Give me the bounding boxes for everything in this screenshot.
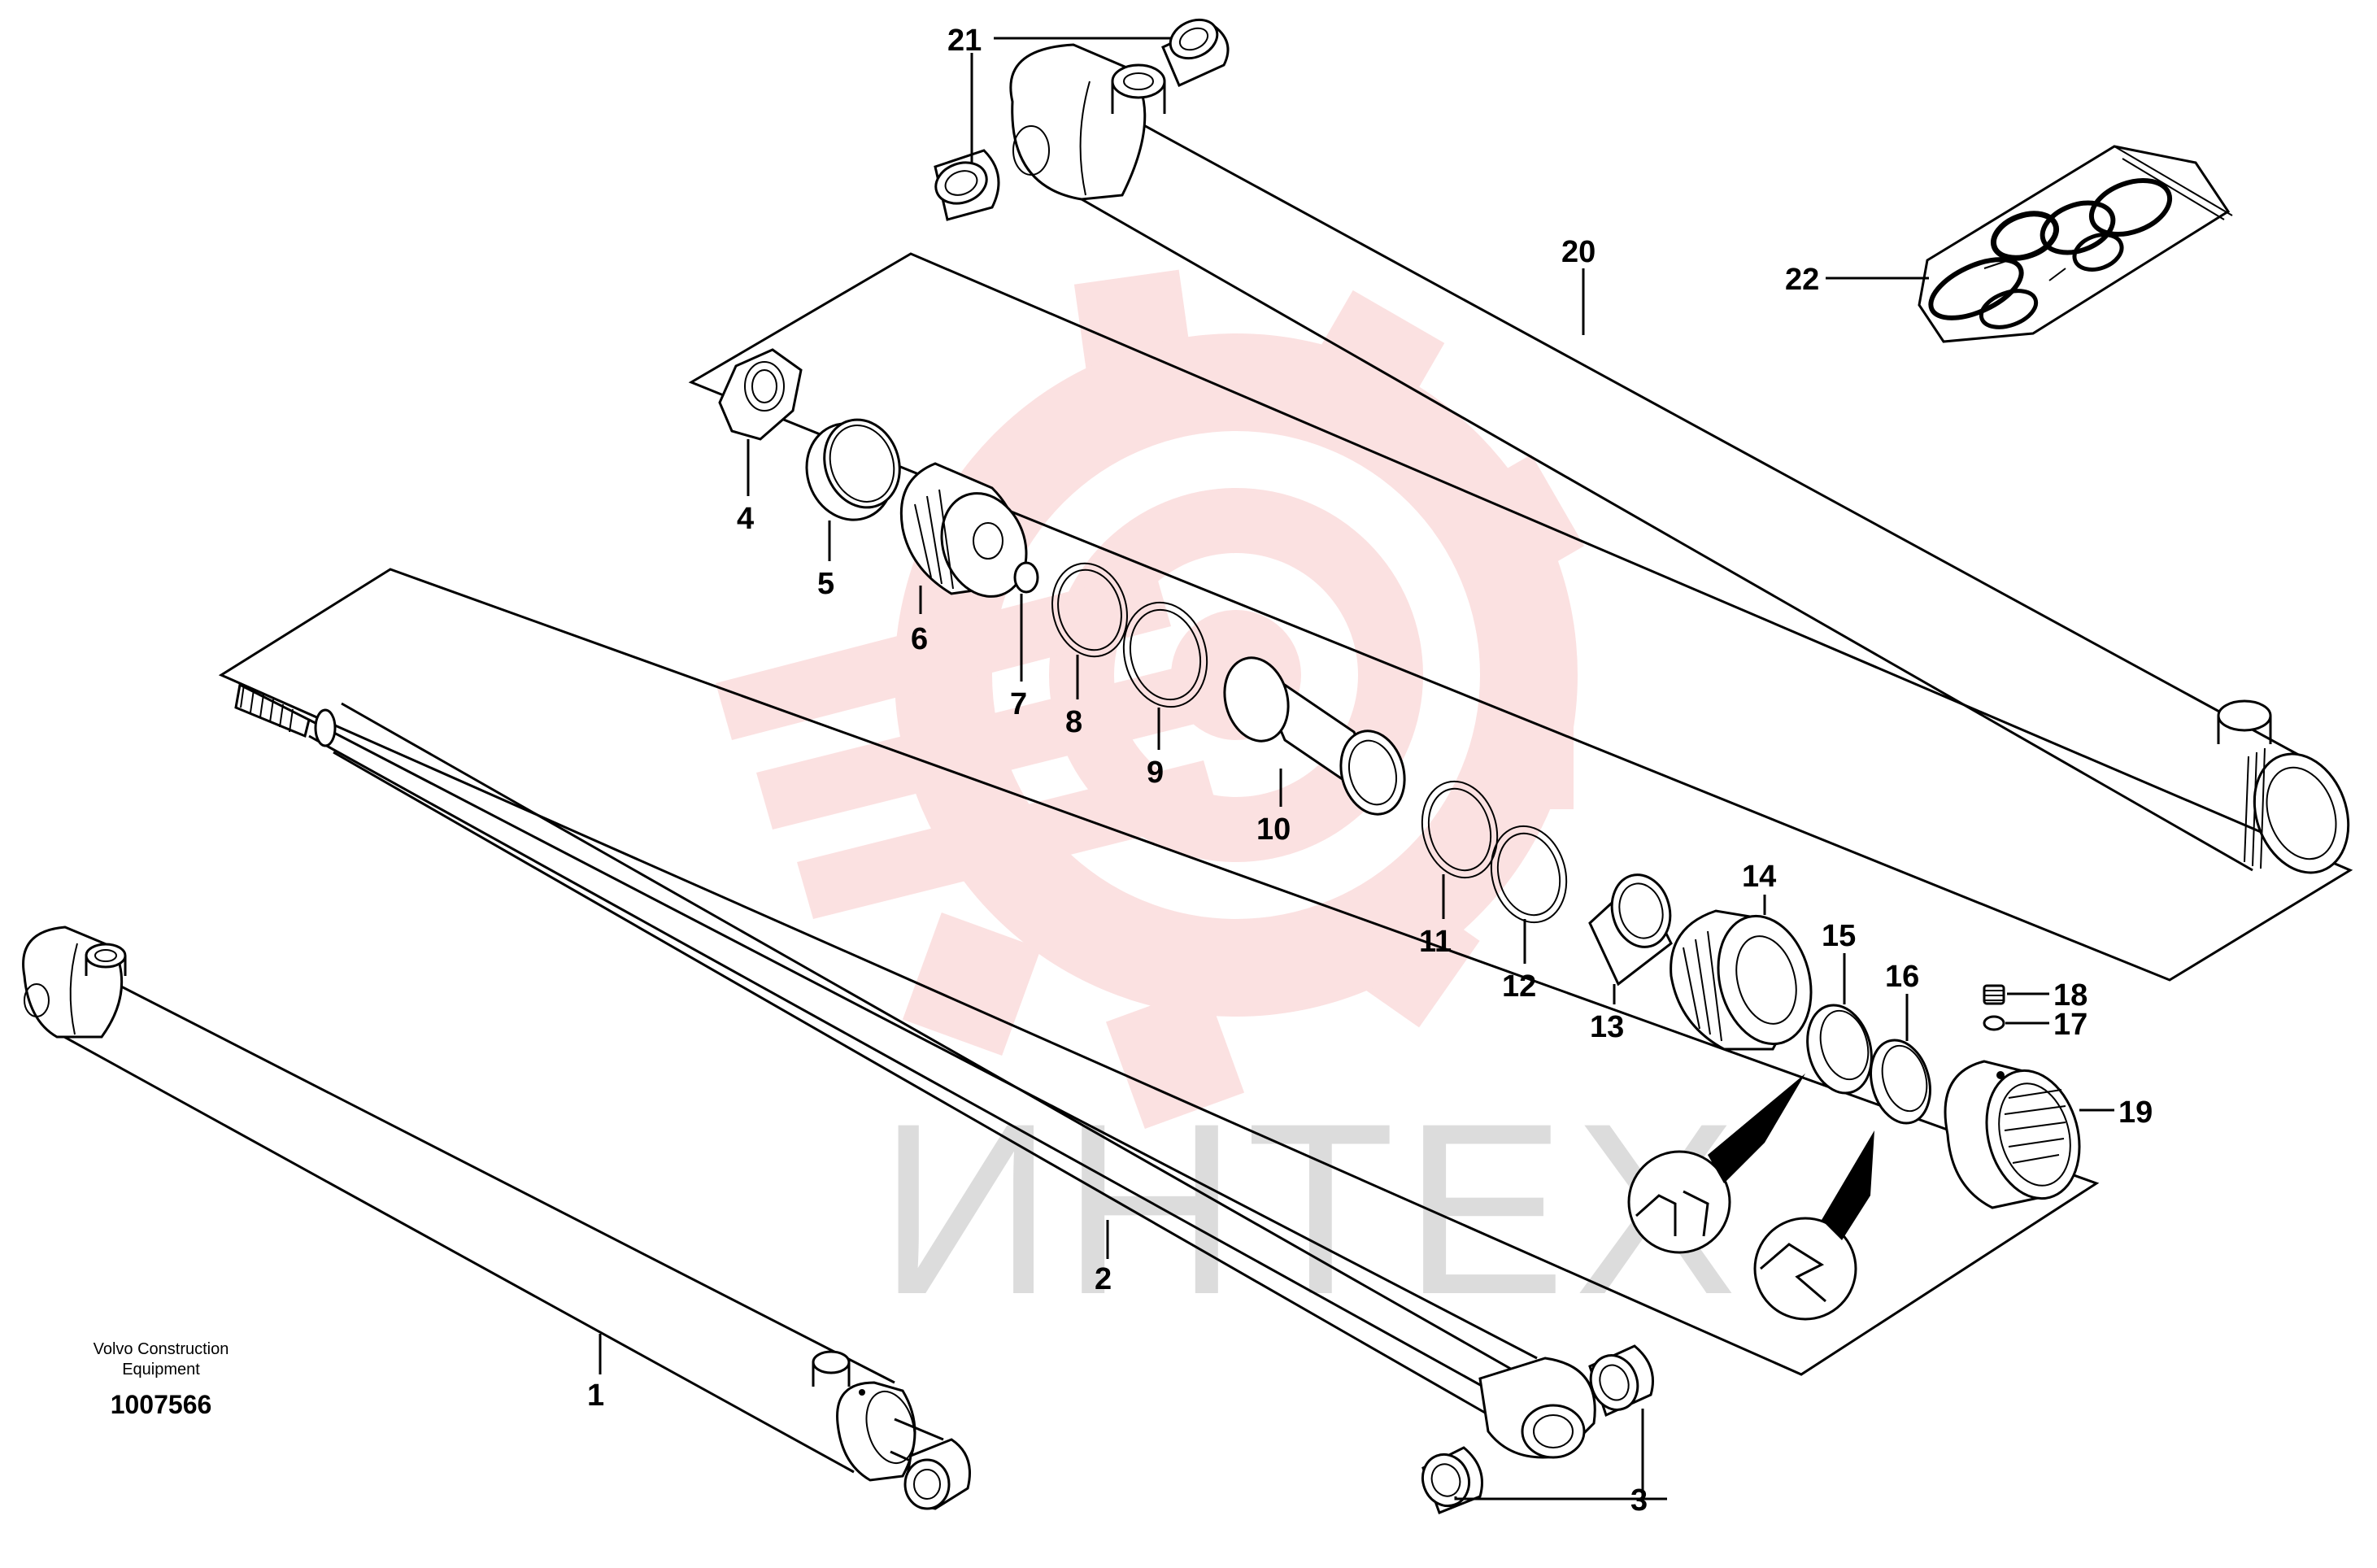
wiper-ring: [1806, 1004, 1873, 1095]
guide-ring: [805, 418, 901, 521]
callout-8: 8: [1065, 705, 1082, 739]
guide-bushing: [1588, 873, 1673, 987]
bushing-bottom-left: [1421, 1446, 1483, 1514]
watermark-text: ИНТЕХ: [878, 1072, 1745, 1345]
o-ring-small: [1013, 561, 1039, 594]
buffer-seal: [1421, 780, 1499, 879]
callout-19: 19: [2118, 1095, 2153, 1130]
callout-1: 1: [587, 1379, 604, 1413]
callout-20: 20: [1561, 235, 1596, 269]
bushing-top-right: [1161, 18, 1230, 88]
piston-ring: [1122, 601, 1208, 708]
drawing-number: 1007566: [111, 1390, 212, 1419]
leader-lines: [599, 37, 2114, 1500]
seal-kit-bag: [1918, 145, 2233, 343]
hydraulic-cylinder-assembly: [22, 926, 971, 1510]
callout-7: 7: [1010, 687, 1027, 721]
gland-nut: [1944, 1060, 2081, 1209]
caption-line-2: Equipment: [122, 1361, 200, 1379]
bushing-bottom-right: [1588, 1344, 1654, 1418]
o-ring-fitting: [1983, 1015, 2005, 1031]
callout-17: 17: [2053, 1008, 2087, 1042]
rod-group-outline: [218, 568, 2100, 1376]
callout-18: 18: [2053, 978, 2087, 1013]
rod-seal: [1490, 825, 1568, 924]
callout-15: 15: [1822, 919, 1856, 953]
spacer-tube: [1223, 656, 1406, 816]
grease-nipple: [1983, 984, 2005, 1005]
callout-13: 13: [1590, 1010, 1624, 1044]
nut: [718, 348, 803, 441]
callout-12: 12: [1502, 969, 1536, 1004]
callout-6: 6: [911, 622, 928, 656]
back-up-ring: [1870, 1039, 1931, 1125]
callout-11: 11: [1419, 925, 1452, 959]
callout-4: 4: [737, 502, 754, 536]
callout-16: 16: [1885, 960, 1919, 994]
piston: [899, 462, 1028, 598]
piston-rod: [234, 682, 1596, 1459]
piston-group-outline: [688, 252, 2353, 982]
seal-profile-detail-15: [1627, 1074, 1805, 1254]
callout-21: 21: [947, 24, 982, 58]
callout-3: 3: [1630, 1483, 1648, 1518]
bushing-top-left: [934, 149, 1000, 221]
callout-14: 14: [1742, 860, 1776, 894]
piston-seal: [1051, 562, 1128, 658]
callout-22: 22: [1785, 263, 1819, 297]
callout-10: 10: [1256, 812, 1291, 847]
callout-5: 5: [817, 567, 834, 601]
cylinder-head: [1670, 909, 1813, 1051]
seal-profile-detail-16: [1753, 1130, 1874, 1321]
callout-2: 2: [1095, 1262, 1112, 1296]
callout-9: 9: [1147, 756, 1164, 790]
caption-line-1: Volvo Construction: [94, 1340, 229, 1358]
cylinder-tube: [1009, 43, 2350, 874]
